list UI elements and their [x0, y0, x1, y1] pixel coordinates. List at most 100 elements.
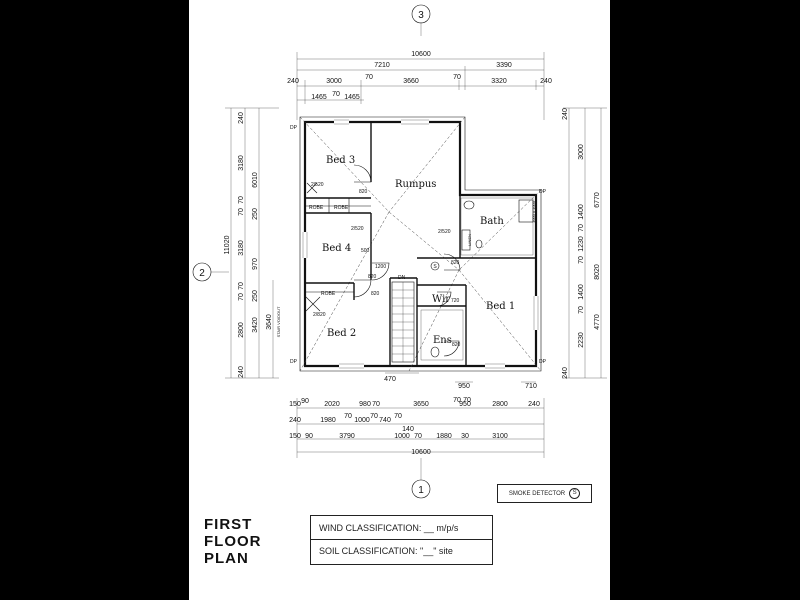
- grid-marker-3: 3: [411, 4, 431, 36]
- shower-size: 1000 x 1000: [531, 200, 536, 223]
- ldim-3180-a: 3180: [238, 155, 245, 171]
- rdim-1230: 1230: [578, 236, 585, 252]
- rdim-1400-b: 1400: [578, 284, 585, 300]
- rdim-2230: 2230: [578, 332, 585, 348]
- door-2-520-c: 2/520: [438, 229, 451, 235]
- drawing-title: FIRST FLOOR PLAN: [204, 516, 262, 567]
- roof-hip-lines: [299, 116, 542, 372]
- under-plan-dimensions: 470 950 710: [384, 372, 537, 390]
- bdim-150: 150: [289, 401, 301, 408]
- rdim-6770: 6770: [594, 192, 601, 208]
- smoke-detector-legend-icon: S: [569, 488, 581, 499]
- bdim-90: 90: [301, 398, 309, 405]
- door-swings: [305, 164, 461, 357]
- bdim-70-a: 70: [372, 401, 380, 408]
- door-820-c: 820: [371, 291, 380, 297]
- ldim-3420: 3420: [252, 317, 259, 333]
- soil-classification: SOIL CLASSIFICATION: "__" site: [319, 546, 453, 556]
- dim-240-left: 240: [287, 78, 299, 85]
- rdim-3000: 3000: [578, 144, 585, 160]
- bdim-240-r: 240: [528, 401, 540, 408]
- right-dimensions: 240 3000 1400 70 1230 70 1400 70 2230 24…: [562, 107, 607, 379]
- dim-240-right: 240: [540, 78, 552, 85]
- grid-marker-1: 1: [411, 458, 431, 499]
- bdim3-3790: 3790: [339, 433, 355, 440]
- door-2-820: 2/820: [313, 312, 326, 318]
- title-line-3: PLAN: [204, 550, 249, 567]
- ldim-70-d: 70: [238, 293, 245, 301]
- ldim-250-b: 250: [252, 290, 259, 302]
- classification-box: WIND CLASSIFICATION: __ m/p/s SOIL CLASS…: [310, 515, 493, 565]
- door-2-520-b: 2/520: [351, 226, 364, 232]
- rdim-70-b: 70: [578, 256, 585, 264]
- dim-1465-b: 1465: [344, 94, 360, 101]
- dim-3000: 3000: [326, 78, 342, 85]
- windows: [302, 119, 539, 369]
- bdim3-3100: 3100: [492, 433, 508, 440]
- bdim3-30: 30: [461, 433, 469, 440]
- floor-plan-drawing: 3 10600 7210 3390 240 3000 70 3660 70 33…: [192, 4, 607, 499]
- door-820-b: 820: [368, 274, 377, 280]
- ldim-970: 970: [252, 258, 259, 270]
- dp-right-top: DP: [539, 189, 547, 195]
- stair-voidout-label: STAIR VOIDOUT: [276, 306, 281, 337]
- door-820-e: 820: [452, 342, 461, 348]
- drawing-sheet: 3 10600 7210 3390 240 3000 70 3660 70 33…: [189, 0, 610, 600]
- room-bed-2: Bed 2: [327, 328, 356, 339]
- dim-710: 710: [525, 383, 537, 390]
- linen-label: LINEN: [467, 234, 472, 246]
- wet-areas: 1000 x 1000 LINEN: [420, 197, 536, 361]
- dim-3660: 3660: [403, 78, 419, 85]
- room-bed-4: Bed 4: [322, 243, 351, 254]
- robe-label-2: ROBE: [334, 205, 349, 211]
- dim-3390: 3390: [496, 62, 512, 69]
- rdim-70-a: 70: [578, 224, 585, 232]
- room-bed-3: Bed 3: [326, 155, 355, 166]
- bdim2-70-b: 70: [370, 413, 378, 420]
- bdim2-70-a: 70: [344, 413, 352, 420]
- bdim3-70: 70: [414, 433, 422, 440]
- smoke-detector-symbol: S: [433, 264, 437, 270]
- bdim3-1880: 1880: [436, 433, 452, 440]
- door-820-a: 820: [359, 189, 368, 195]
- bdim-2800: 2800: [492, 401, 508, 408]
- stair: DN: [391, 275, 415, 363]
- bdim-950: 950: [459, 401, 471, 408]
- ldim-3180-b: 3180: [238, 240, 245, 256]
- dim-1465-a: 1465: [311, 94, 327, 101]
- dim-70-b: 70: [453, 74, 461, 81]
- bdim2-70-c: 70: [394, 413, 402, 420]
- rdim-240-top: 240: [562, 108, 569, 120]
- bdim-2020: 2020: [324, 401, 340, 408]
- ldim-70-c: 70: [238, 282, 245, 290]
- grid-marker-2: 2: [192, 262, 229, 282]
- bdim2-1000: 1000: [354, 417, 370, 424]
- stair-down-label: DN: [398, 275, 406, 281]
- bdim3-90: 90: [305, 433, 313, 440]
- room-bath: Bath: [480, 216, 504, 227]
- left-dimensions: 11020 240 3180 70 70 3180 70 70 2800 240…: [224, 107, 281, 379]
- bdim-70-b: 70: [453, 397, 461, 404]
- bdim-70-c: 70: [463, 397, 471, 404]
- annotations: ROBE ROBE ROBE 2/520 2/520 2/520 2/820 8…: [309, 182, 461, 348]
- wind-classification: WIND CLASSIFICATION: __ m/p/s: [319, 523, 459, 533]
- room-wir: Wir: [432, 294, 450, 305]
- rdim-4770: 4770: [594, 314, 601, 330]
- ldim-3640: 3640: [266, 314, 273, 330]
- smoke-detector-legend: SMOKE DETECTOR S: [497, 484, 592, 503]
- room-rumpus: Rumpus: [395, 179, 436, 190]
- bottom-dimensions: 150 90 2020 980 70 3650 70 70 950 2800 2…: [289, 397, 545, 458]
- bdim-3650: 3650: [413, 401, 429, 408]
- grid-marker-3-label: 3: [418, 10, 424, 21]
- dim-70-a: 70: [365, 74, 373, 81]
- robe-label-3: ROBE: [321, 291, 336, 297]
- ldim-250-a: 250: [252, 208, 259, 220]
- title-line-1: FIRST: [204, 516, 253, 533]
- dp-top-left: DP: [290, 125, 298, 131]
- rdim-1400-a: 1400: [578, 204, 585, 220]
- bdim2-240: 240: [289, 417, 301, 424]
- bdim3-140: 140: [402, 426, 414, 433]
- rdim-240-bottom: 240: [562, 367, 569, 379]
- dim-1200: 1200: [375, 264, 386, 270]
- title-line-2: FLOOR: [204, 533, 262, 550]
